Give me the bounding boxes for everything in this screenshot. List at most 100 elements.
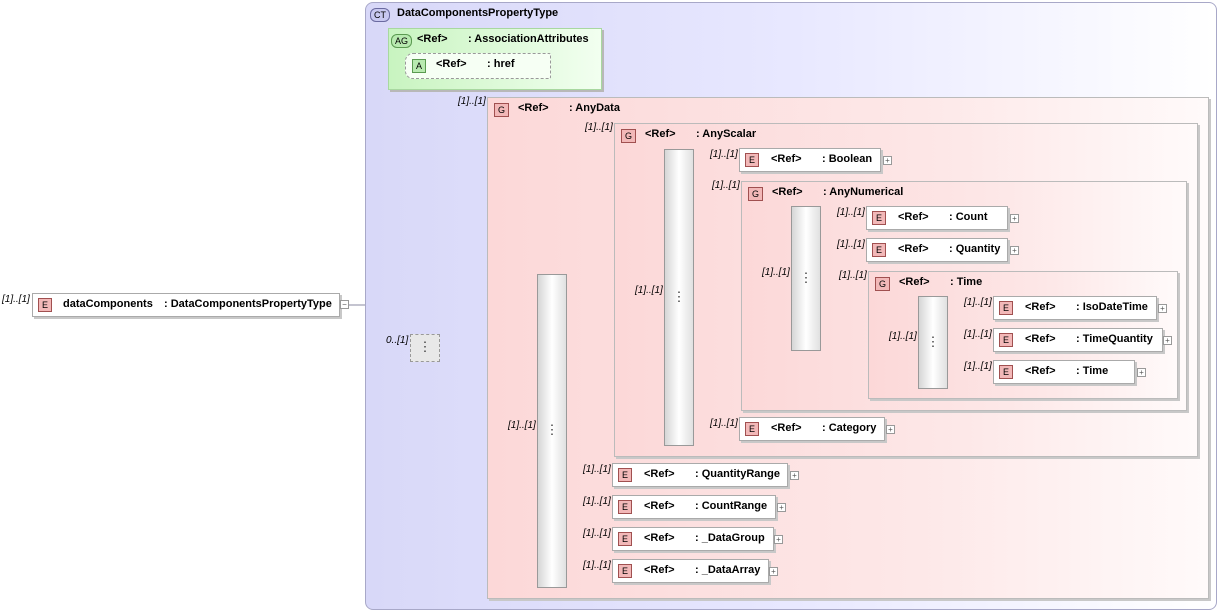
expand-plus-icon[interactable]: +	[777, 503, 786, 512]
quantity-cardinality: [1]..[1]	[837, 239, 865, 250]
attribute-href[interactable]	[405, 53, 551, 79]
element-quantity[interactable]: E <Ref> : Quantity	[866, 238, 1008, 262]
attribute-ref: <Ref>	[436, 58, 467, 70]
root-element-dataComponents[interactable]: E dataComponents : DataComponentsPropert…	[32, 293, 340, 317]
choice-compositor-icon: ⋮	[926, 334, 940, 349]
element-dataarray[interactable]: E <Ref> : _DataArray	[612, 559, 769, 583]
anydata-name: : AnyData	[569, 102, 620, 114]
expand-plus-icon[interactable]: +	[886, 425, 895, 434]
anyscalar-badge: G	[621, 129, 637, 143]
element-name: : Count	[949, 211, 988, 223]
element-name: : Time	[1076, 365, 1109, 377]
dataarray-cardinality: [1]..[1]	[583, 560, 611, 571]
category-cardinality: [1]..[1]	[710, 418, 738, 429]
element-name: : Category	[822, 422, 877, 434]
time-group-ref: <Ref>	[899, 276, 930, 288]
expand-plus-icon[interactable]: +	[1158, 304, 1167, 313]
element-countrange[interactable]: E <Ref> : CountRange	[612, 495, 776, 519]
element-category[interactable]: E <Ref> : Category	[739, 417, 885, 441]
element-ref: <Ref>	[1025, 301, 1056, 313]
element-ref: <Ref>	[1025, 333, 1056, 345]
anydata-cardinality: [1]..[1]	[458, 96, 486, 107]
element-badge: E	[618, 532, 633, 546]
time-group-badge: G	[875, 277, 891, 291]
element-ref: <Ref>	[1025, 365, 1056, 377]
complex-type-name: DataComponentsPropertyType	[397, 7, 559, 19]
element-datagroup[interactable]: E <Ref> : _DataGroup	[612, 527, 774, 551]
element-ref: <Ref>	[644, 468, 675, 480]
element-quantityrange[interactable]: E <Ref> : QuantityRange	[612, 463, 788, 487]
element-badge: E	[999, 365, 1014, 379]
element-isodatetime[interactable]: E <Ref> : IsoDateTime	[993, 296, 1157, 320]
element-name: : Boolean	[822, 153, 873, 165]
element-name: : CountRange	[695, 500, 768, 512]
root-element-name: dataComponents	[63, 298, 153, 310]
expand-plus-icon[interactable]: +	[1137, 368, 1146, 377]
anynumerical-seq-cardinality: [1]..[1]	[762, 267, 790, 278]
choice-compositor[interactable]: ⋮	[410, 334, 440, 362]
element-badge: E	[872, 211, 887, 225]
anynumerical-cardinality: [1]..[1]	[712, 180, 740, 191]
attribute-name: : href	[487, 58, 515, 70]
anynumerical-choice-bar[interactable]: ⋮	[791, 206, 821, 351]
anydata-choice-bar[interactable]: ⋮	[537, 274, 567, 588]
quantityrange-cardinality: [1]..[1]	[583, 464, 611, 475]
element-badge: E	[618, 564, 633, 578]
anynumerical-badge: G	[748, 187, 764, 201]
collapse-minus-icon[interactable]: −	[340, 300, 349, 309]
element-ref: <Ref>	[771, 422, 802, 434]
expand-plus-icon[interactable]: +	[1010, 246, 1019, 255]
element-name: : _DataGroup	[695, 532, 765, 544]
element-ref: <Ref>	[644, 532, 675, 544]
attribute-group-ref: <Ref>	[417, 33, 448, 45]
element-boolean[interactable]: E <Ref> : Boolean	[739, 148, 881, 172]
count-cardinality: [1]..[1]	[837, 207, 865, 218]
choice-compositor-icon: ⋮	[672, 289, 686, 304]
element-ref: <Ref>	[771, 153, 802, 165]
element-badge: E	[745, 422, 760, 436]
root-cardinality: [1]..[1]	[2, 294, 30, 305]
element-name: : IsoDateTime	[1076, 301, 1148, 313]
anyscalar-name: : AnyScalar	[696, 128, 757, 140]
root-element-type: : DataComponentsPropertyType	[164, 298, 332, 310]
element-badge: E	[999, 301, 1014, 315]
expand-plus-icon[interactable]: +	[774, 535, 783, 544]
boolean-cardinality: [1]..[1]	[710, 149, 738, 160]
attribute-badge: A	[412, 59, 427, 73]
anyscalar-cardinality: [1]..[1]	[585, 122, 613, 133]
expand-plus-icon[interactable]: +	[769, 567, 778, 576]
element-name: : Quantity	[949, 243, 1001, 255]
element-time[interactable]: E <Ref> : Time	[993, 360, 1135, 384]
choice-compositor-icon: ⋮	[799, 270, 813, 285]
expand-plus-icon[interactable]: +	[790, 471, 799, 480]
element-count[interactable]: E <Ref> : Count	[866, 206, 1008, 230]
anyscalar-seq-cardinality: [1]..[1]	[635, 285, 663, 296]
expand-plus-icon[interactable]: +	[1010, 214, 1019, 223]
element-badge: E	[999, 333, 1014, 347]
element-ref: <Ref>	[644, 564, 675, 576]
anynumerical-name: : AnyNumerical	[823, 186, 904, 198]
choice-compositor-icon: ⋮	[545, 422, 559, 437]
anydata-badge: G	[494, 103, 510, 117]
element-name: : _DataArray	[695, 564, 761, 576]
element-name: : TimeQuantity	[1076, 333, 1153, 345]
element-badge: E	[618, 468, 633, 482]
expand-plus-icon[interactable]: +	[883, 156, 892, 165]
element-badge: E	[38, 298, 53, 312]
time-seq-cardinality: [1]..[1]	[889, 331, 917, 342]
element-ref: <Ref>	[898, 211, 929, 223]
anyscalar-choice-bar[interactable]: ⋮	[664, 149, 694, 446]
time-element-cardinality: [1]..[1]	[964, 361, 992, 372]
isodatetime-cardinality: [1]..[1]	[964, 297, 992, 308]
countrange-cardinality: [1]..[1]	[583, 496, 611, 507]
element-badge: E	[618, 500, 633, 514]
time-group-name: : Time	[950, 276, 983, 288]
anyscalar-ref: <Ref>	[645, 128, 676, 140]
attribute-group-badge: AG	[391, 34, 413, 48]
element-ref: <Ref>	[898, 243, 929, 255]
timequantity-cardinality: [1]..[1]	[964, 329, 992, 340]
time-choice-bar[interactable]: ⋮	[918, 296, 948, 389]
element-timequantity[interactable]: E <Ref> : TimeQuantity	[993, 328, 1163, 352]
datagroup-cardinality: [1]..[1]	[583, 528, 611, 539]
expand-plus-icon[interactable]: +	[1163, 336, 1172, 345]
